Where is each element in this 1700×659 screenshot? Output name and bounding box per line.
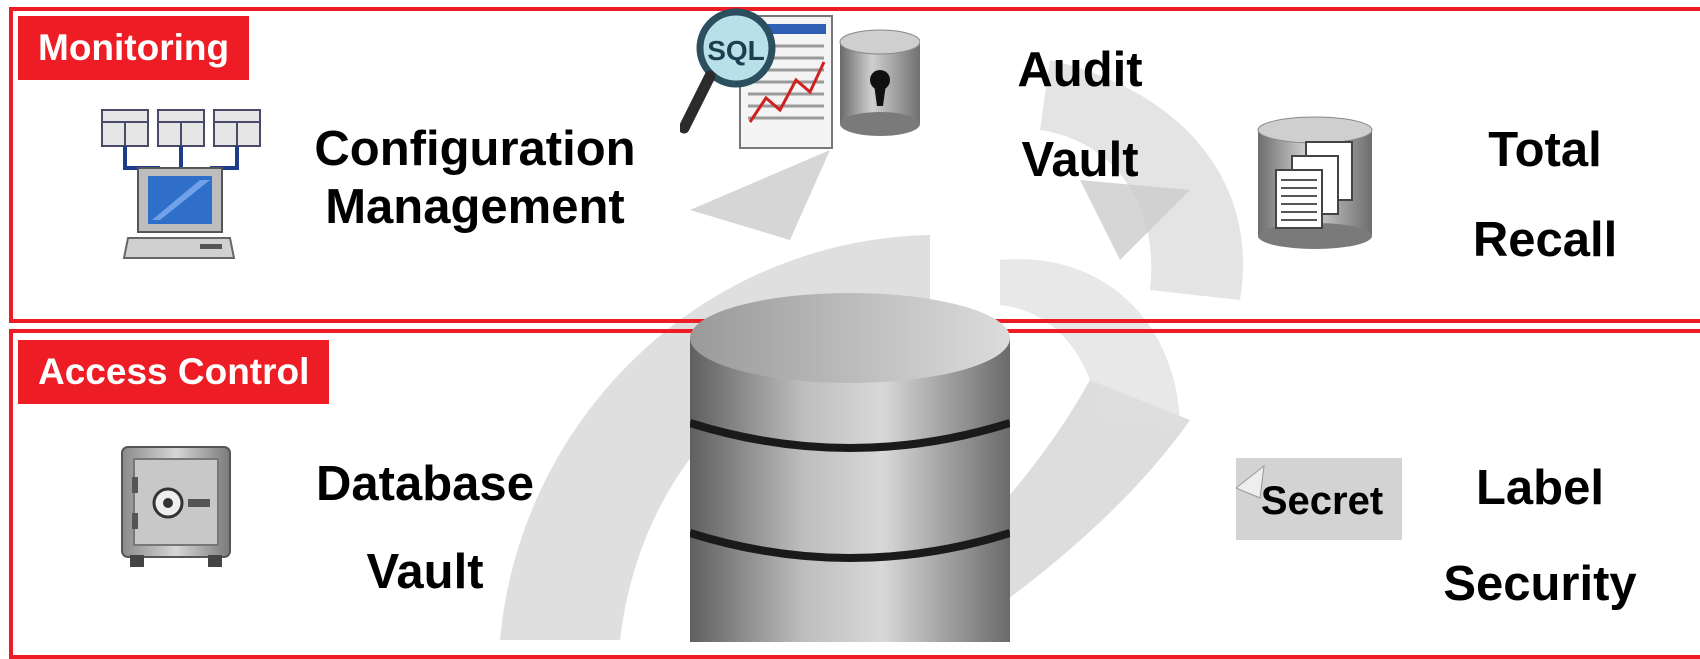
database-vault-line2: Vault [366, 545, 484, 599]
sql-badge-text: SQL [707, 35, 765, 66]
total-recall-line1: Total [1488, 123, 1602, 177]
label-security-line2: Security [1443, 557, 1637, 611]
database-vault-label: Database Vault [295, 440, 555, 616]
networked-computer-icon [101, 109, 261, 259]
sql-report-magnifier-icon: SQL [680, 8, 920, 149]
total-recall-label: Total Recall [1450, 105, 1640, 285]
configuration-management-line1: Configuration [314, 122, 636, 176]
configuration-management-line2: Management [325, 180, 625, 234]
monitoring-tag: Monitoring [18, 16, 250, 80]
label-security-line1: Label [1476, 461, 1604, 515]
total-recall-line2: Recall [1472, 213, 1618, 267]
database-vault-line1: Database [316, 457, 534, 511]
secret-label-text: Secret [1261, 479, 1383, 523]
database-cylinder-icon [690, 293, 1010, 642]
secret-label-icon: Secret [1236, 458, 1402, 540]
label-security-label: Label Security [1420, 440, 1660, 632]
audit-vault-line2: Vault [1021, 133, 1139, 187]
safe-icon [121, 446, 231, 567]
audit-vault-label: Audit Vault [1000, 25, 1160, 205]
database-documents-icon [1257, 116, 1373, 249]
access-control-tag: Access Control [18, 340, 330, 404]
audit-vault-line1: Audit [1017, 43, 1143, 97]
configuration-management-label: Configuration Management [290, 120, 660, 236]
